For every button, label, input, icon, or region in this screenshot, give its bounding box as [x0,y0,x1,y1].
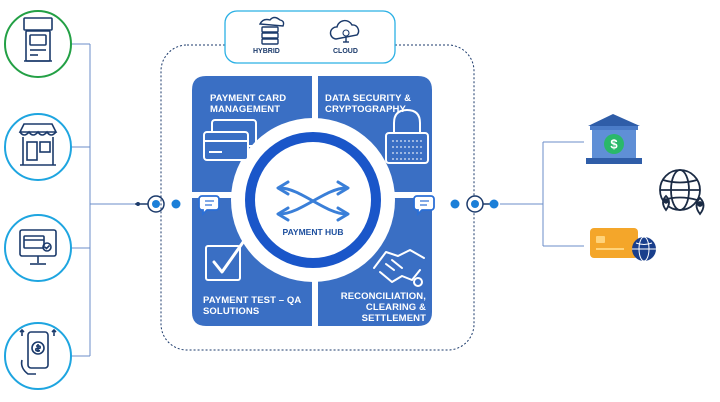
hybrid-label: HYBRID [253,48,280,55]
cloud-label: CLOUD [333,48,358,55]
handshake-icon [373,249,425,287]
quadrant-label-payment-test: PAYMENT TEST – QA SOLUTIONS [203,295,301,317]
right-connector-node [450,195,499,213]
chat-icon-right [413,195,435,217]
atm-icon [23,17,53,62]
svg-text:$: $ [610,137,618,152]
bank-icon: $ [586,114,642,164]
card-globe-icon [590,228,656,262]
mobile-payment-icon [19,328,57,375]
online-payment-channel [4,214,72,282]
quadrant-label-reconciliation: RECONCILIATION, CLEARING & SETTLEMENT [340,291,426,324]
globe-location-icon [659,169,705,216]
store-icon [18,123,58,166]
hybrid-icon [258,16,285,45]
quadrant-label-data-security: DATA SECURITY & CRYPTOGRAPHY [325,93,412,115]
checkbox-icon [205,236,248,281]
store-channel [4,113,72,181]
payment-cards-icon [203,119,257,161]
online-payment-monitor-icon [19,229,57,265]
quadrant-label-payment-card-management: PAYMENT CARD MANAGEMENT [210,93,287,115]
atm-channel [4,10,72,78]
cloud-icon [329,19,360,43]
left-connector-lines [70,43,135,357]
deployment-options-box [224,10,396,64]
crossing-arrows-icon [276,180,350,222]
left-connector-node [135,195,181,213]
chat-icon-left [198,195,220,217]
hub-label: PAYMENT HUB [282,227,344,237]
padlock-icon [385,108,429,164]
mobile-payment-channel [4,322,72,390]
right-connector-lines [500,141,584,247]
